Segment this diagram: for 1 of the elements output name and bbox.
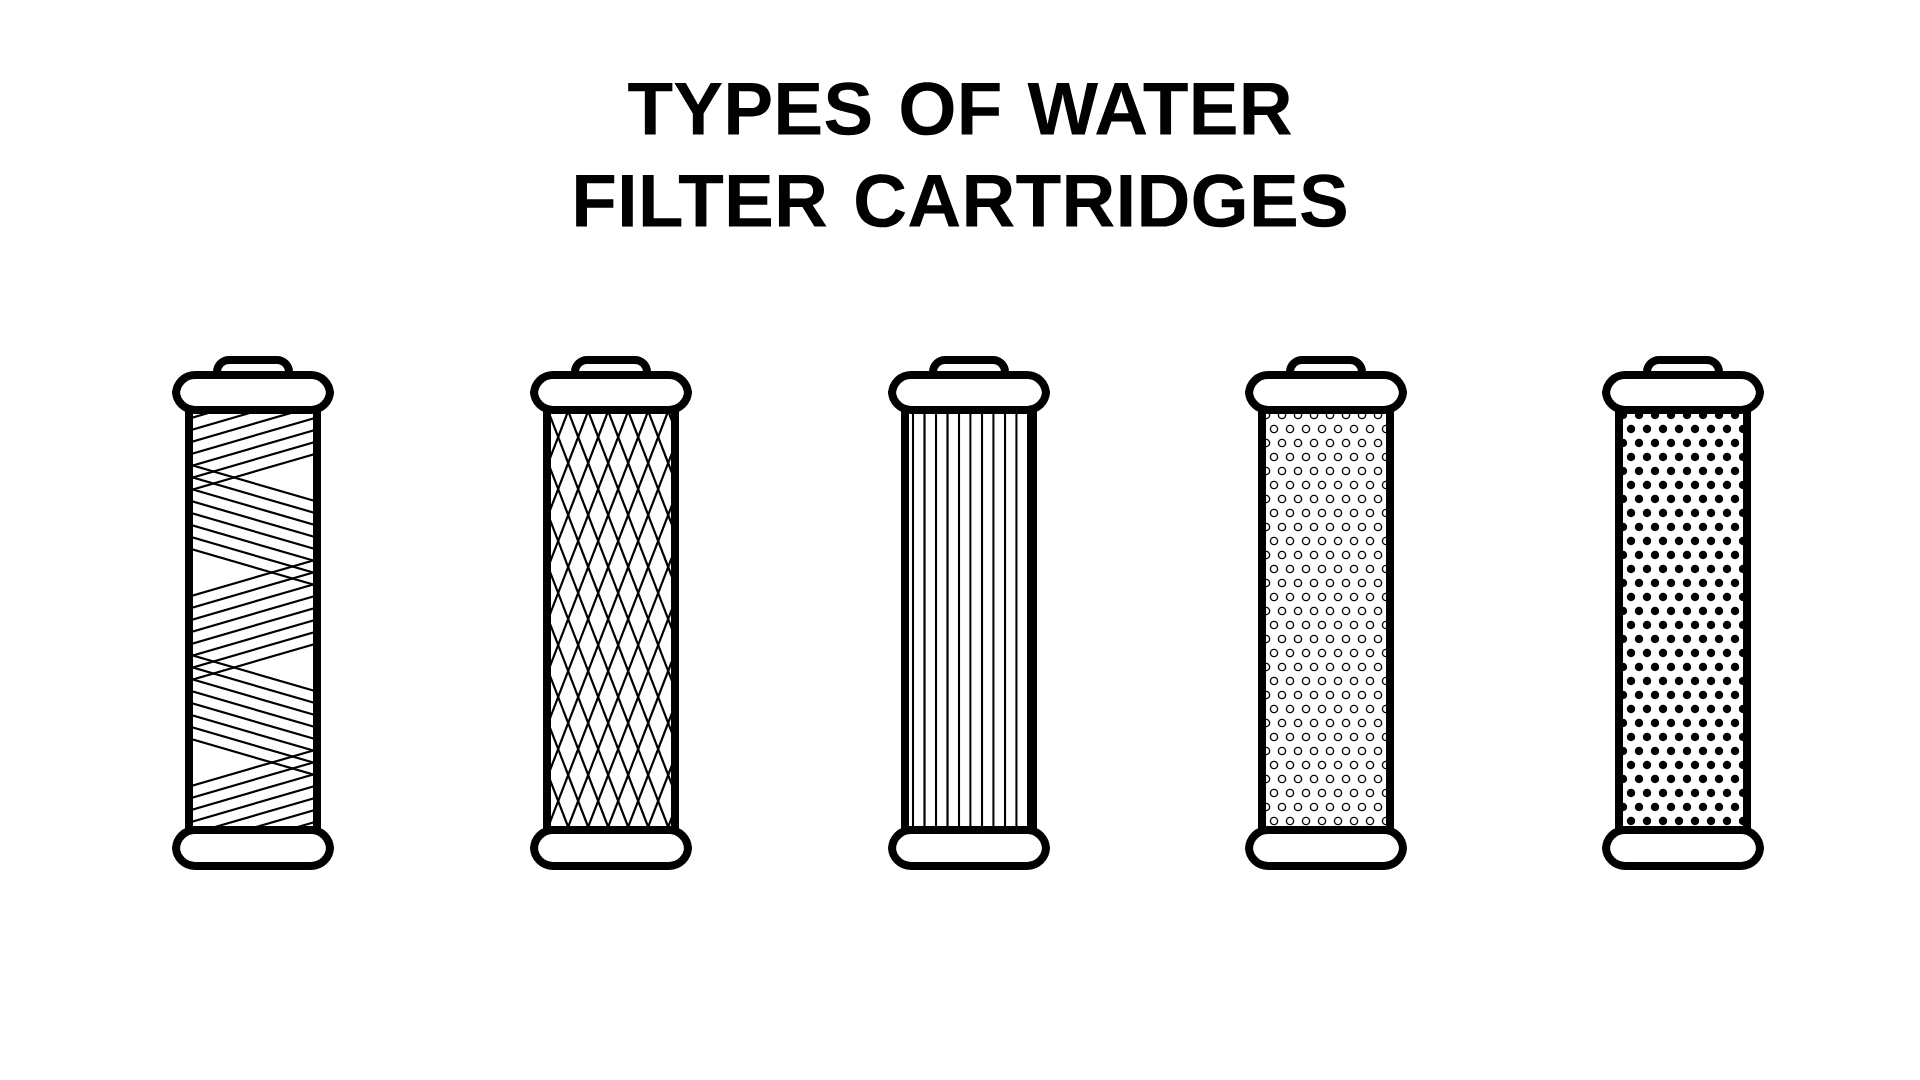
title: TYPES OF WATER FILTER CARTRIDGES [576, 82, 1346, 228]
